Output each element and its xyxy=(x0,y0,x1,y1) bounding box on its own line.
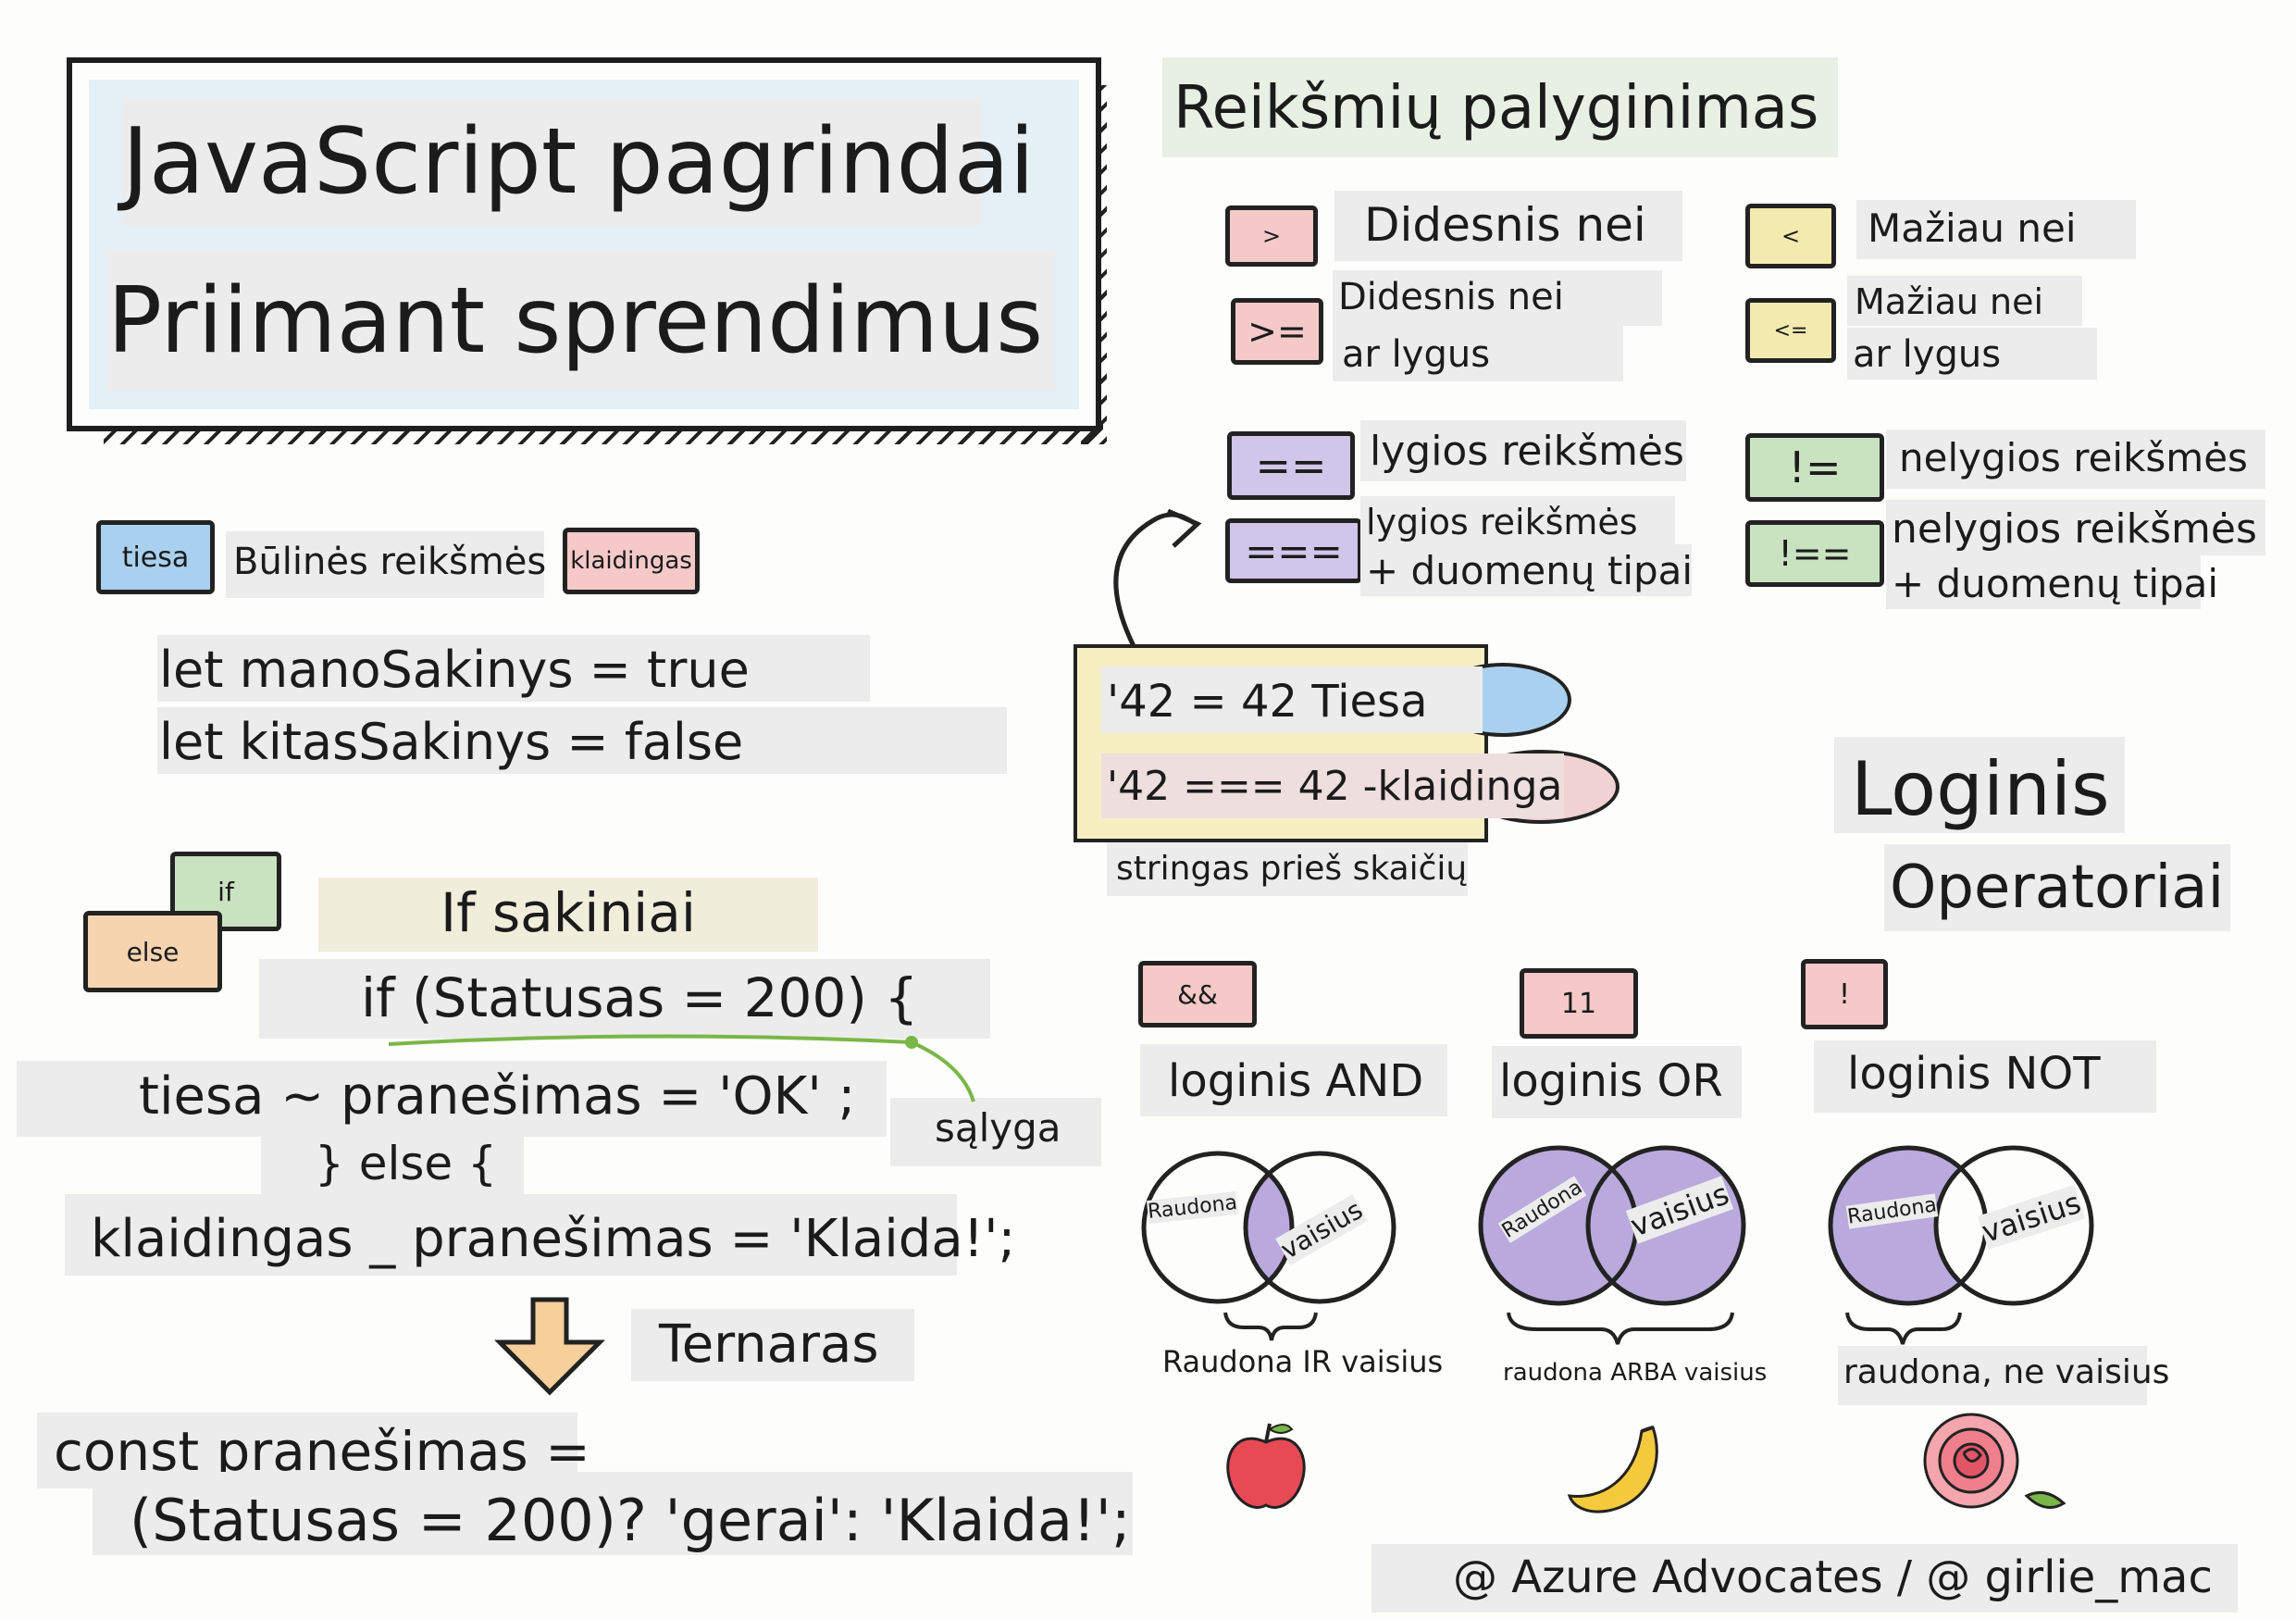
boolean-label-highlight xyxy=(226,531,544,598)
equal-icon: == xyxy=(1227,431,1355,500)
condition-note-highlight xyxy=(890,1098,1101,1166)
less-than-label-highlight xyxy=(1856,200,2136,259)
less-equal-label2-highlight xyxy=(1847,328,2097,380)
title-line1: JavaScript pagrindai xyxy=(122,109,1035,215)
or-result: raudona ARBA vaisius xyxy=(1503,1359,1768,1387)
greater-equal-label1-highlight xyxy=(1333,270,1662,326)
if-line2-highlight xyxy=(17,1061,887,1137)
if-heading-highlight xyxy=(318,878,818,952)
rose-icon xyxy=(1923,1413,2066,1509)
greater-equal-icon: >= xyxy=(1231,298,1323,365)
boolean-label: Būlinės reikšmės xyxy=(233,541,547,583)
not-equal-icon: != xyxy=(1745,433,1884,502)
strict-equal-label2-highlight xyxy=(1360,544,1692,596)
comparison-heading: Reikšmių palyginimas xyxy=(1173,74,1819,143)
not-name-highlight xyxy=(1814,1040,2156,1113)
strict-equal-label1-highlight xyxy=(1360,496,1675,548)
title-line2-highlight xyxy=(107,250,1055,391)
bool-code-line2: let kitasSakinys = false xyxy=(159,713,744,771)
or-name-highlight xyxy=(1492,1046,1742,1118)
down-arrow-icon xyxy=(493,1297,606,1396)
or-name: loginis OR xyxy=(1499,1055,1723,1107)
logic-heading1-highlight xyxy=(1834,737,2125,833)
equal-label: lygios reikšmės xyxy=(1370,428,1684,475)
greater-than-label-highlight xyxy=(1334,191,1682,261)
logic-heading1: Loginis xyxy=(1851,746,2110,832)
comparison-heading-highlight xyxy=(1162,57,1838,157)
strict-equal-label2: + duomenų tipai xyxy=(1366,548,1694,593)
example-note-highlight xyxy=(1107,842,1468,896)
if-bubble: if xyxy=(170,852,281,931)
and-name-highlight xyxy=(1140,1044,1447,1116)
less-than-label: Mažiau nei xyxy=(1868,205,2077,251)
bool-code-line1-highlight xyxy=(157,635,870,702)
strict-not-equal-icon: !== xyxy=(1745,520,1884,587)
not-icon: ! xyxy=(1801,959,1888,1029)
logic-heading2-highlight xyxy=(1884,844,2230,931)
and-result: Raudona IR vaisius xyxy=(1162,1344,1444,1379)
strict-not-equal-label1: nelygios reikšmės xyxy=(1892,505,2257,553)
ternary-line2-highlight xyxy=(93,1472,1133,1555)
ternary-line2: (Statusas = 200)? 'gerai': 'Klaida!'; xyxy=(130,1487,1131,1554)
if-line1-highlight xyxy=(259,959,990,1039)
strict-not-equal-label2: + duomenų tipai xyxy=(1892,561,2219,606)
strict-not-equal-label1-highlight xyxy=(1886,500,2265,555)
strict-not-equal-label2-highlight xyxy=(1886,555,2201,609)
ternary-heading-highlight xyxy=(631,1309,914,1381)
if-heading: If sakiniai xyxy=(441,881,696,944)
example-note: stringas prieš skaičių xyxy=(1116,850,1468,888)
example2-highlight xyxy=(1101,753,1564,818)
ternary-heading: Ternaras xyxy=(659,1314,879,1375)
bool-code-line2-highlight xyxy=(157,707,1007,774)
greater-equal-label2-highlight xyxy=(1333,326,1623,381)
greater-equal-label2: ar lygus xyxy=(1342,333,1491,376)
false-bubble: klaidingas xyxy=(563,528,700,594)
title-line1-highlight xyxy=(122,98,983,226)
example2: '42 === 42 -klaidinga xyxy=(1107,763,1563,810)
logic-heading2: Operatoriai xyxy=(1890,853,2225,922)
condition-note: sąlyga xyxy=(935,1105,1061,1151)
true-bubble: tiesa xyxy=(96,520,215,594)
not-result: raudona, ne vaisius xyxy=(1843,1353,2170,1391)
if-line1: if (Statusas = 200) { xyxy=(361,966,919,1029)
greater-than-icon: > xyxy=(1225,205,1318,267)
less-equal-label1: Mažiau nei xyxy=(1855,281,2044,322)
bool-code-line1: let manoSakinys = true xyxy=(159,641,750,699)
if-line3-highlight xyxy=(261,1131,524,1196)
example1-highlight xyxy=(1101,666,1483,733)
not-equal-label: nelygios reikšmės xyxy=(1899,435,2248,480)
and-name: loginis AND xyxy=(1168,1055,1424,1107)
title-line2: Priimant sprendimus xyxy=(107,268,1044,374)
greater-equal-label1: Didesnis nei xyxy=(1338,276,1564,318)
strict-equal-label1: lygios reikšmės xyxy=(1366,502,1638,542)
banana-icon xyxy=(1567,1426,1658,1513)
credit: @ Azure Advocates / @ girlie_mac xyxy=(1453,1551,2213,1603)
equal-label-highlight xyxy=(1360,420,1686,481)
if-line3: } else { xyxy=(315,1137,497,1190)
example1: '42 = 42 Tiesa xyxy=(1107,676,1428,728)
if-line4: klaidingas _ pranešimas = 'Klaida!'; xyxy=(91,1209,1016,1269)
and-icon: && xyxy=(1138,961,1257,1027)
not-equal-label-highlight xyxy=(1886,430,2265,489)
greater-than-label: Didesnis nei xyxy=(1364,198,1646,252)
or-icon: 11 xyxy=(1520,968,1638,1039)
less-equal-label2: ar lygus xyxy=(1853,333,2002,376)
strict-equal-icon: === xyxy=(1225,518,1362,583)
else-bubble: else xyxy=(83,911,222,992)
less-equal-label1-highlight xyxy=(1847,276,2082,326)
if-line4-highlight xyxy=(65,1194,957,1276)
credit-highlight xyxy=(1371,1544,2238,1613)
apple-icon xyxy=(1226,1423,1306,1509)
less-equal-icon: <= xyxy=(1745,298,1836,363)
and-venn xyxy=(1141,1151,1396,1304)
not-name: loginis NOT xyxy=(1847,1048,2101,1100)
if-line2: tiesa ~ pranešimas = 'OK' ; xyxy=(139,1066,856,1127)
not-result-highlight xyxy=(1838,1346,2147,1405)
less-than-icon: < xyxy=(1745,204,1836,268)
